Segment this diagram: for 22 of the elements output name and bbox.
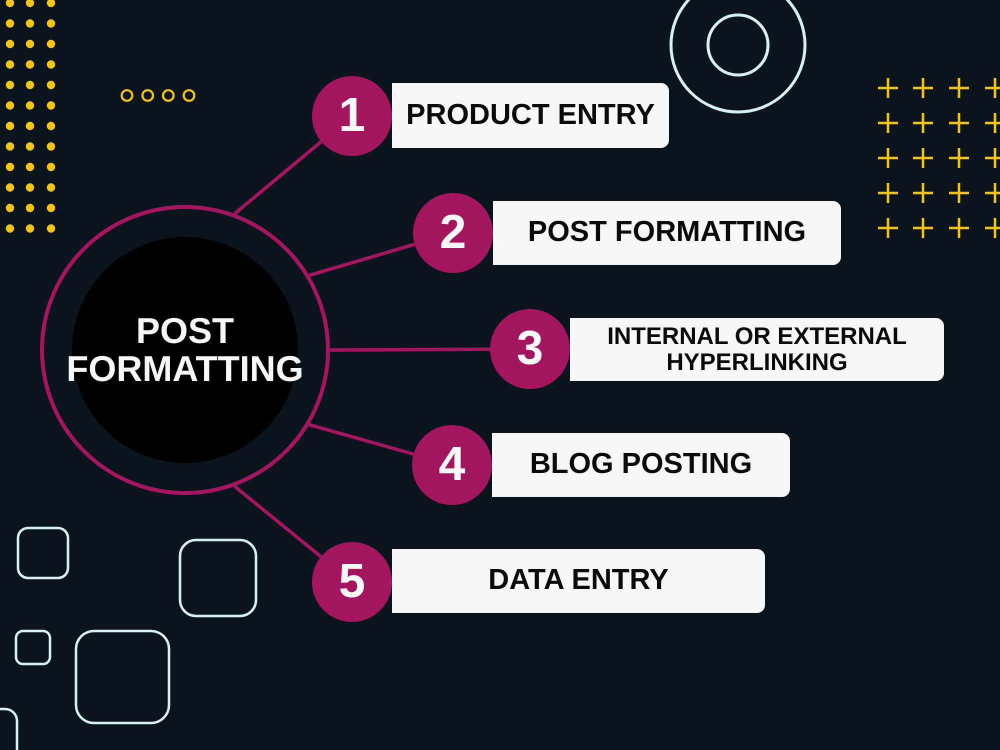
label-card <box>492 433 790 497</box>
step-label: BLOG POSTING <box>528 449 754 481</box>
connector-line <box>233 140 322 216</box>
step-label: DATA ENTRY <box>487 565 670 597</box>
hub-title: POST FORMATTING <box>65 312 305 388</box>
label-card <box>392 549 765 613</box>
connector-line <box>308 242 416 277</box>
step-number: 4 <box>438 441 466 489</box>
hub-ring <box>40 205 330 495</box>
step-number: 2 <box>440 209 466 257</box>
label-card <box>493 201 841 265</box>
step-number: 3 <box>516 325 544 373</box>
step-label: INTERNAL OR EXTERNAL HYPERLINKING <box>606 324 908 375</box>
connector-line <box>330 347 490 352</box>
connector-line <box>308 423 414 456</box>
step-number: 5 <box>338 558 366 606</box>
label-card <box>570 318 944 381</box>
step-number: 1 <box>338 92 366 140</box>
step-label: POST FORMATTING <box>526 217 808 249</box>
step-label: PRODUCT ENTRY <box>405 100 656 132</box>
label-card <box>392 83 669 148</box>
connector-line <box>233 484 322 558</box>
